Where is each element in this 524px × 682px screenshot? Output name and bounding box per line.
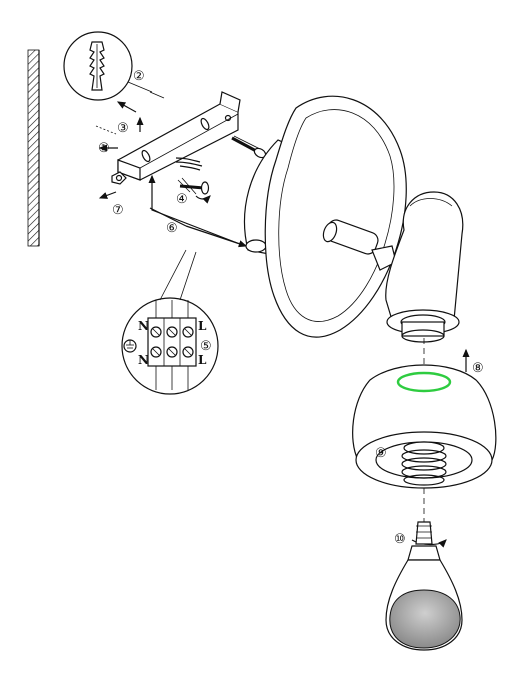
- canopy-plate: [243, 95, 407, 338]
- supply-wires: [175, 157, 203, 171]
- step-4-label: ④: [176, 192, 188, 207]
- reflector-bulb: [385, 521, 463, 651]
- mounting-bracket: [111, 91, 241, 185]
- highlight-ring: [396, 371, 452, 393]
- step-labels: ① ② ③ ④ ⑤ ⑥ ⑦ ⑧ ⑨ ⑩: [98, 69, 484, 547]
- terminal-l-top: L: [198, 319, 207, 333]
- step-10-label: ⑩: [394, 532, 406, 547]
- screw-lower: [177, 177, 210, 195]
- step-3-label: ③: [117, 121, 129, 136]
- wall: [27, 49, 40, 247]
- step-1-label: ①: [98, 141, 110, 156]
- step-5-label: ⑤: [200, 339, 212, 354]
- terminal-labels: N L N L: [138, 319, 207, 367]
- wall-plug-detail: [63, 31, 153, 101]
- step-8-label: ⑧: [472, 361, 484, 376]
- terminal-l-bottom: L: [198, 353, 207, 367]
- step-9-label: ⑨: [375, 446, 387, 461]
- step-2-label: ②: [133, 69, 145, 84]
- terminal-n-bottom: N: [138, 353, 149, 367]
- reflector-shade: [352, 364, 497, 489]
- step-7-label: ⑦: [112, 203, 124, 218]
- step-6-label: ⑥: [166, 221, 178, 236]
- spot-head: [385, 191, 464, 343]
- terminal-block-detail: [121, 249, 219, 395]
- terminal-n-top: N: [138, 319, 149, 333]
- leader-lines: [95, 91, 165, 135]
- screw-upper: [231, 135, 267, 159]
